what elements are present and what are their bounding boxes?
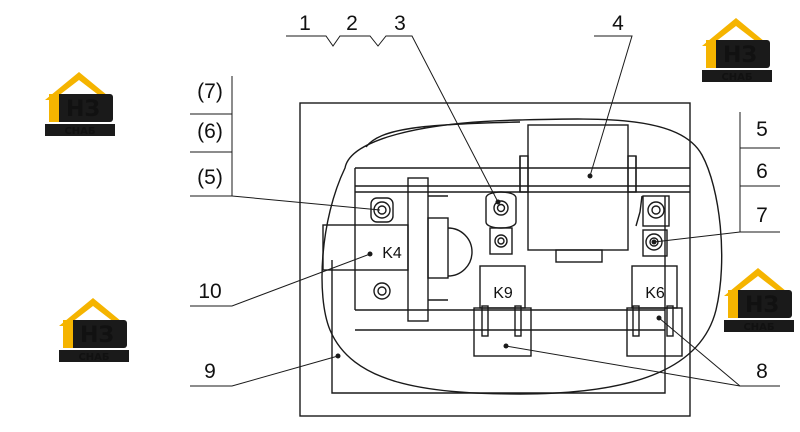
- drawing-lines: [190, 35, 780, 417]
- relay-k9-body: [473, 307, 532, 357]
- enclosure-outer: [299, 102, 691, 417]
- logo-block: [49, 94, 113, 122]
- callout-6-paren: (6): [197, 120, 223, 143]
- leader-8b: [658, 317, 741, 387]
- ground-clip: [485, 191, 517, 229]
- screw-upper-left: [373, 201, 391, 219]
- callout-2: 2: [346, 12, 358, 35]
- watermark-logo-left-bottom: НЗ СНАБ: [59, 298, 129, 363]
- logo-caption: СНАБ: [721, 72, 752, 83]
- logo-caption-bar: [45, 124, 115, 136]
- relay-k6-body: [626, 307, 683, 357]
- leader-5: [190, 195, 381, 211]
- screw-lower-left: [373, 282, 391, 300]
- callout-3: 3: [394, 12, 406, 35]
- logo-caption: СНАБ: [78, 352, 109, 363]
- logo-letters: НЗ: [80, 323, 114, 348]
- callout-5: 5: [756, 118, 768, 141]
- screw-right-upper: [647, 201, 665, 219]
- watermark-logo-left-top: НЗ СНАБ: [45, 72, 115, 137]
- callout-4: 4: [612, 12, 624, 35]
- logo-block: [706, 40, 770, 68]
- logo-caption: СНАБ: [743, 322, 774, 333]
- watermark-logo-right-top: НЗ СНАБ: [702, 18, 772, 83]
- watermark-logo-right-mid: НЗ СНАБ: [724, 268, 794, 333]
- tray: [331, 196, 666, 394]
- leader-8a: [505, 345, 780, 387]
- logo-letters: НЗ: [745, 293, 779, 318]
- callout-7: 7: [756, 204, 768, 227]
- label-k6: K6: [645, 285, 665, 302]
- logo-caption-bar: [702, 70, 772, 82]
- leader-1-2-3: [286, 35, 499, 203]
- logo-letters: НЗ: [66, 97, 100, 122]
- callout-1: 1: [299, 12, 311, 35]
- leader-9: [190, 355, 339, 387]
- callout-8: 8: [756, 360, 768, 383]
- logo-roof-icon: [724, 268, 792, 296]
- logo-roof-icon: [702, 18, 770, 46]
- relay-k9-terminal: [489, 227, 513, 255]
- label-k9: K9: [493, 285, 513, 302]
- logo-caption: СНАБ: [64, 126, 95, 137]
- screw-terminal-7: [645, 233, 663, 251]
- logo-roof-icon: [59, 298, 127, 326]
- leader-4: [589, 35, 633, 177]
- callout-5-paren: (5): [197, 166, 223, 189]
- logo-block: [728, 290, 792, 318]
- connector-flange: [407, 177, 429, 322]
- logo-letters: НЗ: [723, 43, 757, 68]
- logo-roof-icon: [45, 72, 113, 100]
- logo-caption-bar: [724, 320, 794, 332]
- highlight-outline: [321, 118, 723, 395]
- leader-10: [190, 253, 371, 307]
- label-k4: K4: [382, 245, 402, 262]
- leader-dots: [335, 173, 662, 359]
- callout-6: 6: [756, 160, 768, 183]
- module-4: [527, 124, 629, 251]
- logo-block: [63, 320, 127, 348]
- callout-10: 10: [198, 280, 221, 303]
- callout-7-paren: (7): [197, 80, 223, 103]
- callout-9: 9: [204, 360, 216, 383]
- logo-caption-bar: [59, 350, 129, 362]
- outline-top-ear: [365, 121, 521, 148]
